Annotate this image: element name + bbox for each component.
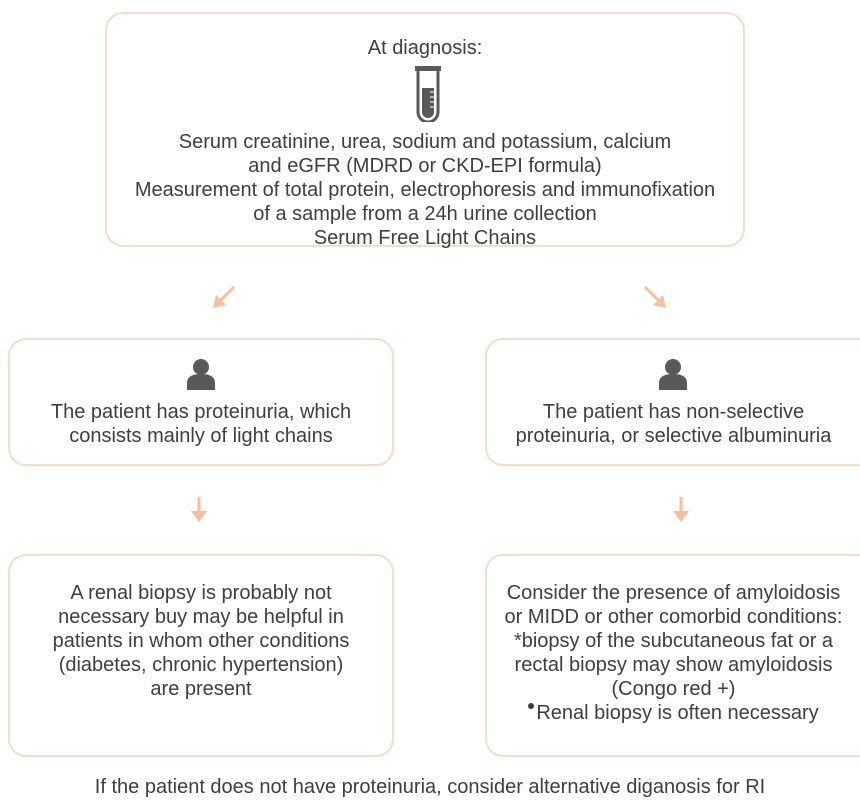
recommendation-line: rectal biopsy may show amyloidosis [514, 654, 833, 676]
recommendation-line: or MIDD or other comorbid conditions: [504, 606, 843, 628]
arrow-down-left-icon [213, 285, 236, 308]
recommendation-line: *biopsy of the subcutaneous fat or a [513, 630, 834, 652]
arrow-down-right-icon [643, 285, 666, 308]
recommendation-line: (diabetes, chronic hypertension) [58, 654, 344, 676]
bullet-text: Renal biopsy is often necessary [536, 702, 819, 724]
footer-note: If the patient does not have proteinuria… [94, 776, 766, 798]
diagnosis-title: At diagnosis: [367, 37, 483, 59]
diagnosis-line: and eGFR (MDRD or CKD-EPI formula) [248, 155, 602, 177]
amyloidosis-consideration-box: Consider the presence of amyloidosis or … [485, 554, 860, 757]
light-chain-proteinuria-box: The patient has proteinuria, which consi… [8, 338, 394, 466]
diagnosis-line: Serum Free Light Chains [313, 227, 537, 249]
test-tube-icon [415, 66, 441, 122]
summary-line: The patient has proteinuria, which [50, 401, 352, 423]
person-icon [659, 359, 687, 390]
diagnosis-box: At diagnosis: Serum creatinine, urea, so… [105, 12, 745, 249]
diagnosis-line: Measurement of total protein, electropho… [134, 179, 716, 201]
diagnosis-line: of a sample from a 24h urine collection [253, 203, 597, 225]
summary-line: consists mainly of light chains [69, 425, 333, 447]
recommendation-line: necessary buy may be helpful in [58, 606, 344, 628]
recommendation-line: Consider the presence of amyloidosis [506, 582, 841, 604]
recommendation-line: patients in whom other conditions [52, 630, 350, 652]
summary-line: The patient has non-selective [542, 401, 805, 423]
person-icon [187, 359, 215, 390]
recommendation-line: (Congo red +) [611, 678, 736, 700]
recommendation-line: A renal biopsy is probably not [70, 582, 332, 604]
summary-line: proteinuria, or selective albuminuria [515, 425, 832, 447]
diagnosis-line: Serum creatinine, urea, sodium and potas… [178, 131, 672, 153]
bullet-icon [528, 703, 535, 709]
arrow-down-icon [673, 497, 689, 522]
non-selective-proteinuria-box: The patient has non-selective proteinuri… [485, 338, 860, 466]
arrow-down-icon [191, 497, 207, 522]
renal-biopsy-optional-box: A renal biopsy is probably not necessary… [8, 554, 394, 757]
recommendation-line: are present [150, 678, 252, 700]
bullet-item: Renal biopsy is often necessary [487, 701, 860, 725]
